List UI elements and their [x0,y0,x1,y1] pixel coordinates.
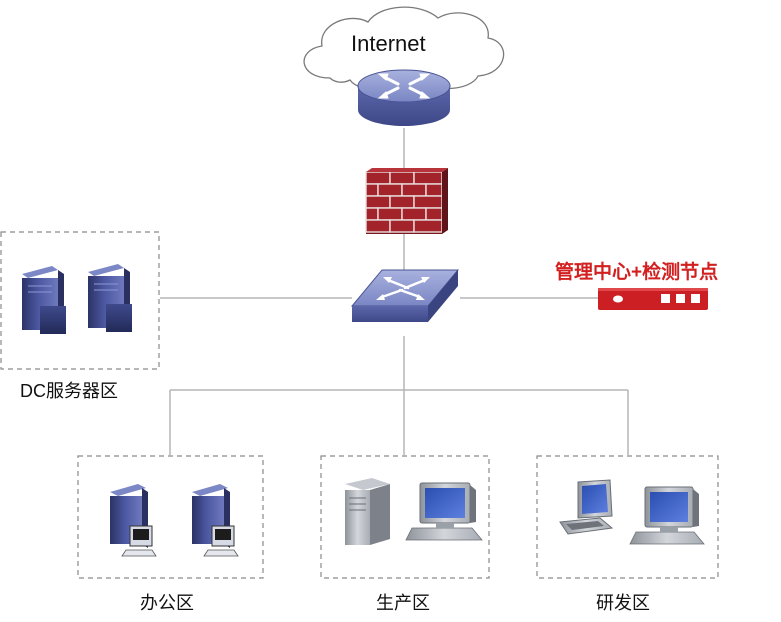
rnd-laptop [559,479,614,535]
management-node-label: 管理中心+检测节点 [555,262,719,283]
server-icon [88,264,132,332]
rnd-desktop [629,486,705,545]
router-icon [357,69,451,126]
desktop-icon [192,484,239,557]
office-workstation-2 [192,484,239,557]
desktop-icon [405,482,483,541]
firewall-icon [365,168,448,234]
zone-boxes [0,231,719,579]
desktop-icon [110,484,157,557]
office-zone-label: 办公区 [140,593,194,613]
rnd-zone-box [536,455,719,579]
office-workstation-1 [110,484,157,557]
internet-label: Internet [351,31,426,56]
dc-zone-box [0,231,160,370]
desktop-icon [629,486,705,545]
office-zone-box [77,455,264,579]
detection-appliance-icon [598,288,708,310]
server-icon [22,266,66,334]
production-zone-label: 生产区 [376,593,430,613]
production-server [345,478,390,545]
dc-zone-label: DC服务器区 [20,381,118,401]
rnd-zone-label: 研发区 [596,593,650,613]
dc-server-1 [22,266,66,334]
production-zone-box [320,455,490,579]
server-icon [345,478,390,545]
switch-icon [350,269,460,322]
network-links [160,128,629,455]
dc-server-2 [88,264,132,332]
production-desktop [405,482,483,541]
laptop-icon [559,479,614,535]
